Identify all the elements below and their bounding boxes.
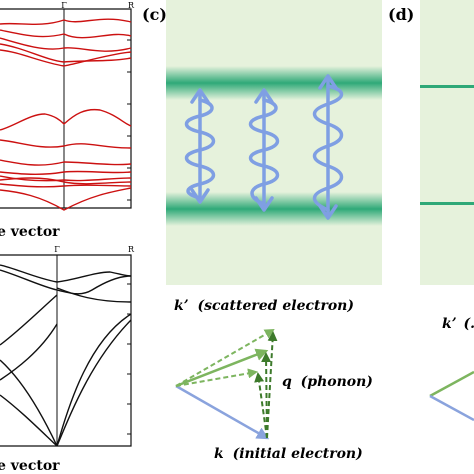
spiral-arrow-2 (248, 88, 280, 212)
band-plot-top-frame (0, 8, 132, 209)
q-label: q (phonon) (282, 374, 373, 390)
band-plot-bottom-r-label: R (128, 245, 135, 254)
spiral-arrow-3 (312, 74, 344, 220)
k-prime-desc-d: (… (463, 316, 474, 332)
k-label: k (initial electron) (214, 446, 363, 462)
k-prime-desc: (scattered electron) (197, 298, 354, 314)
panel-d-background (420, 0, 474, 285)
panel-d: (d) (388, 0, 474, 285)
band-curves-top (0, 18, 132, 211)
spiral-arrow-1 (184, 88, 216, 204)
band-plot-bottom-frame (0, 254, 132, 447)
band-plot-top-ticks (127, 39, 131, 201)
panel-d-label: (d) (388, 5, 414, 24)
k-prime-vector-dashed-2 (175, 368, 258, 387)
band-plot-bottom: Γ R e vector (0, 245, 135, 474)
k-prime-vector-solid (175, 348, 269, 388)
k-vector-d (429, 394, 474, 422)
vector-diagram-c: k’ (scattered electron) q (phonon) k (in… (174, 298, 373, 462)
panel-d-line-bottom (420, 202, 474, 205)
vector-diagram-d: k’ (… (429, 316, 474, 422)
k-prime-label: k’ (scattered electron) (174, 298, 354, 314)
panel-c: (c) (142, 0, 382, 285)
panel-c-label: (c) (142, 5, 167, 24)
band-plot-top: Γ R e vector (0, 1, 135, 240)
k-desc: (initial electron) (233, 446, 363, 462)
q-vector-dashed-2 (261, 352, 272, 439)
k-vector (175, 384, 270, 440)
q-vector-dashed-1 (266, 331, 278, 439)
k-prime-vector-d (429, 370, 474, 398)
dispersion-curves-bottom (0, 264, 132, 447)
band-plot-top-r-label: R (128, 1, 135, 10)
panel-c-background (166, 0, 382, 285)
panel-d-line-top (420, 85, 474, 88)
band-plot-top-axis-caption: e vector (0, 224, 60, 240)
q-desc: (phonon) (301, 374, 373, 390)
phonon-spiral-arrows (184, 74, 344, 220)
band-plot-bottom-gamma-label: Γ (54, 245, 60, 254)
q-vector-dashed-3 (254, 372, 268, 439)
band-plot-top-gamma-label: Γ (61, 1, 67, 10)
band-plot-bottom-axis-caption: e vector (0, 458, 60, 474)
k-prime-label-d: k’ (… (442, 316, 474, 332)
k-prime-vector-dashed-1 (175, 329, 275, 387)
